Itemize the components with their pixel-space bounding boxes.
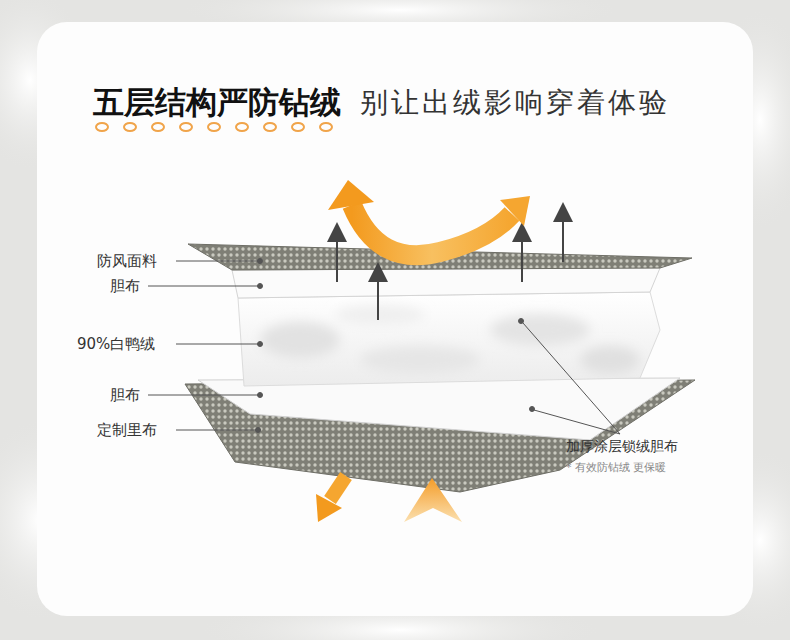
layer-label: 胆布 [110, 386, 140, 404]
layer-label: 防风面料 [97, 252, 157, 270]
note-text: * 有效防钻绒 更保暖 [566, 461, 667, 474]
title-text: 五层结构严防钻绒 [93, 84, 341, 121]
subtitle-text: 别让出绒影响穿着体验 [360, 86, 670, 120]
layer-label: 90%白鸭绒 [77, 335, 155, 353]
layer-label: 定制里布 [97, 421, 157, 439]
callout-label: 加厚涂层锁绒胆布 [566, 438, 678, 455]
layer-label: 胆布 [110, 277, 140, 295]
